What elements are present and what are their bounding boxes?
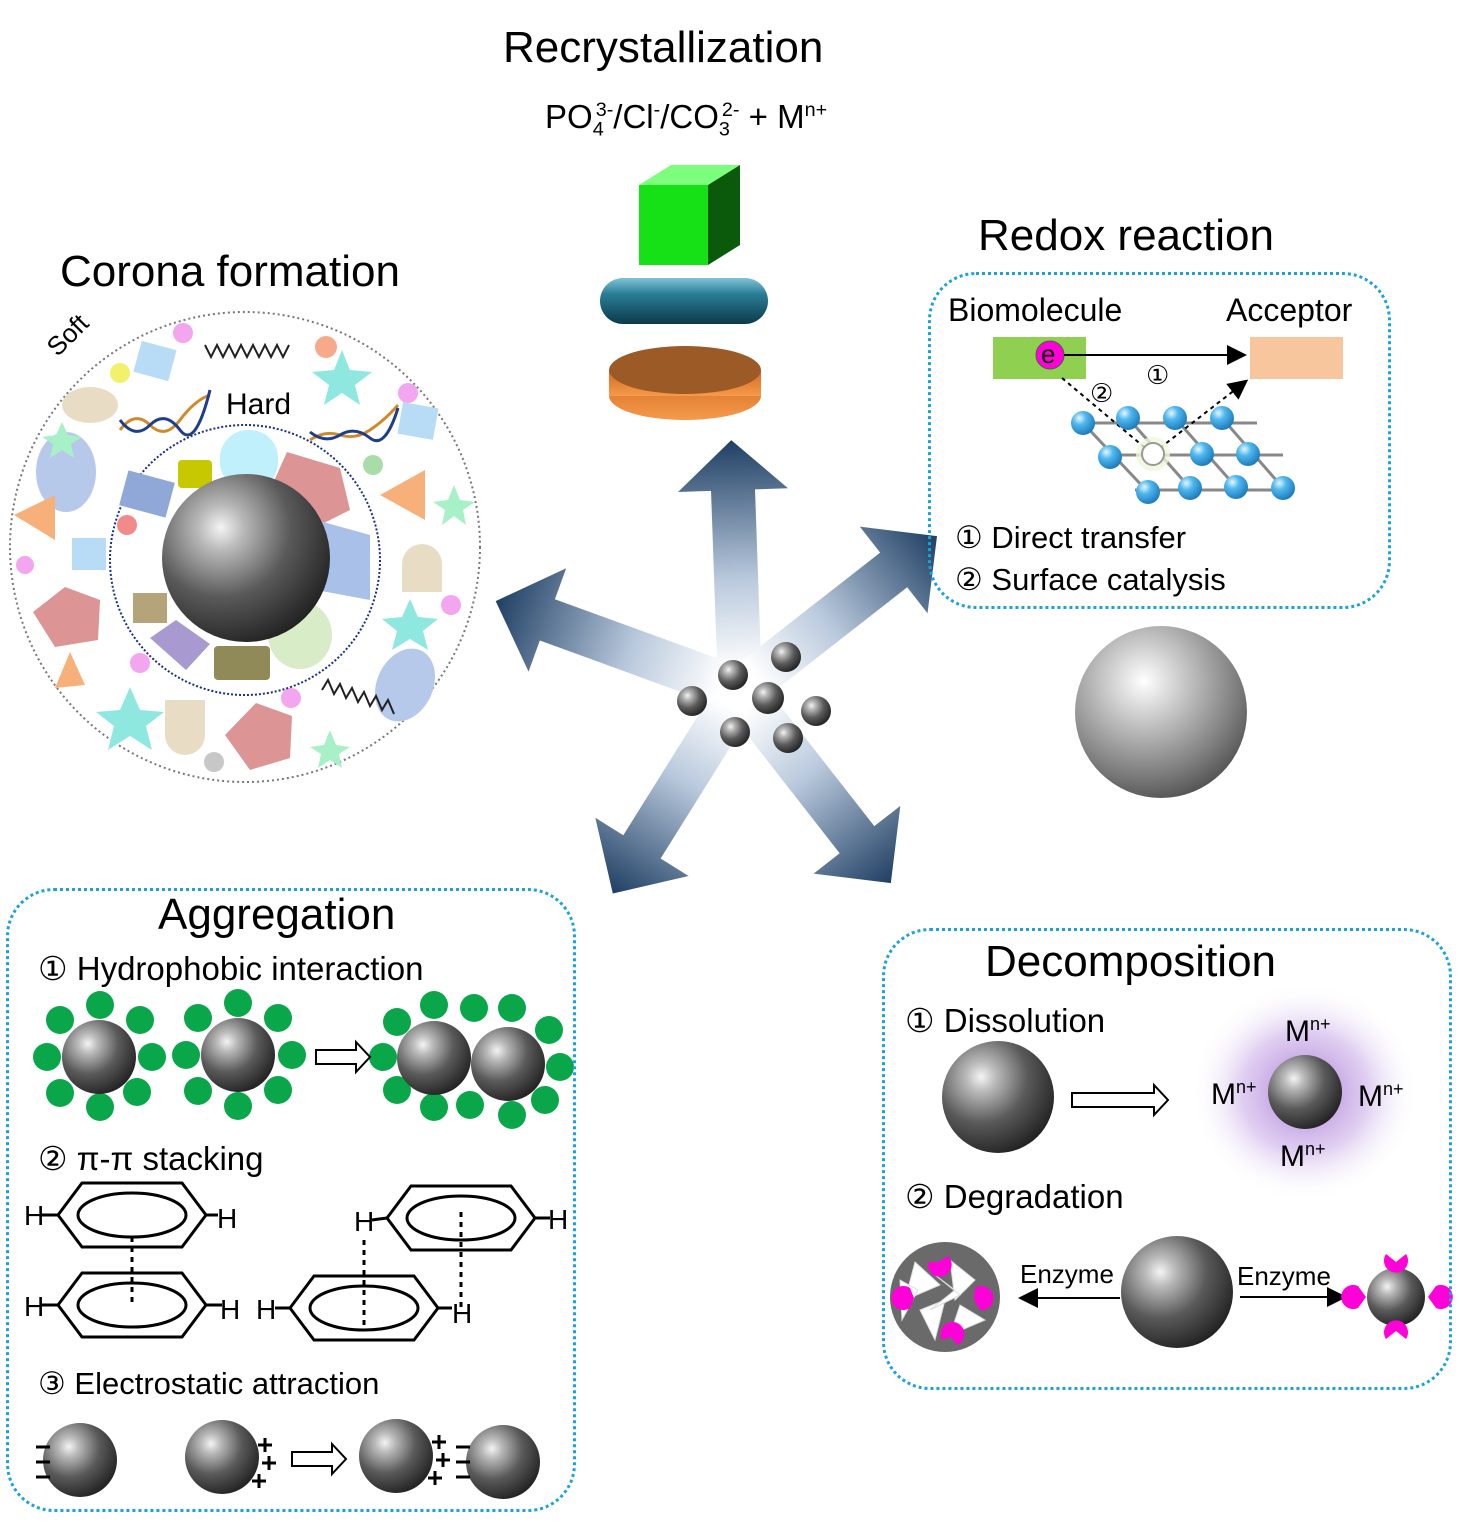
redox-electron-label: e: [1041, 339, 1056, 369]
formula-sup3: 2-: [721, 99, 740, 121]
redox-title: Redox reaction: [978, 211, 1274, 260]
h-label: H: [452, 1298, 473, 1329]
redox-item-surface-catalysis: ② Surface catalysis: [955, 562, 1226, 597]
h-label: H: [220, 1294, 241, 1325]
metal-ion-label: Mn+: [1280, 1139, 1326, 1173]
formula-sub1: 4: [592, 118, 604, 141]
h-label: H: [256, 1294, 277, 1325]
h-label: H: [354, 1206, 375, 1237]
aggregation-item-pi-stacking: ② π-π stacking: [38, 1140, 264, 1177]
redox-acceptor-label: Acceptor: [1226, 292, 1353, 328]
h-label: H: [24, 1200, 45, 1231]
aggregation-item-electrostatic: ③ Electrostatic attraction: [38, 1366, 380, 1401]
h-label: H: [24, 1291, 45, 1322]
recrystallization-title: Recrystallization: [503, 23, 824, 72]
redox-panel: [928, 272, 1391, 609]
formula-sup4: n+: [804, 99, 828, 121]
formula-part2: /Cl: [613, 98, 654, 135]
decomposition-graphics: [890, 982, 1453, 1352]
decomposition-panel: [882, 928, 1452, 1390]
corona-diagram: [9, 311, 481, 783]
formula-part1: PO: [545, 98, 593, 135]
aggregation-graphics: [33, 989, 574, 1499]
redox-biomolecule-label: Biomolecule: [948, 292, 1123, 328]
formula-sub3: 3: [718, 118, 730, 141]
enzyme-label-left: Enzyme: [1020, 1259, 1114, 1289]
aggregation-item-hydrophobic: ① Hydrophobic interaction: [38, 950, 424, 987]
redox-path2-marker: ②: [1090, 378, 1114, 408]
metal-ion-label: Mn+: [1358, 1079, 1404, 1113]
center-nanoparticles: [677, 642, 831, 753]
formula-part3: /CO: [660, 98, 719, 135]
aggregation-panel: [6, 888, 576, 1512]
h-label: H: [548, 1204, 569, 1235]
decomposition-item-degradation: ② Degradation: [905, 1178, 1124, 1215]
formula-sup2: -: [653, 99, 661, 121]
decomposition-item-dissolution: ① Dissolution: [905, 1002, 1106, 1039]
formula-part4: + M: [739, 98, 805, 135]
formula-sup1: 3-: [595, 99, 614, 121]
h-label: H: [217, 1203, 238, 1234]
recrystallization-shapes: [600, 165, 768, 420]
enzyme-label-right: Enzyme: [1237, 1261, 1331, 1291]
aggregation-title: Aggregation: [158, 890, 396, 939]
metal-ion-label: Mn+: [1211, 1077, 1257, 1111]
redox-path1-marker: ①: [1146, 360, 1170, 390]
corona-hard-label: Hard: [226, 388, 292, 421]
redox-graphics: [993, 337, 1343, 798]
corona-title: Corona formation: [60, 247, 400, 296]
redox-item-direct-transfer: ① Direct transfer: [955, 520, 1187, 555]
recrystallization-formula: PO43-/Cl-/CO32- + Mn+: [545, 100, 827, 140]
decomposition-title: Decomposition: [985, 937, 1277, 986]
metal-ion-label: Mn+: [1285, 1014, 1331, 1048]
